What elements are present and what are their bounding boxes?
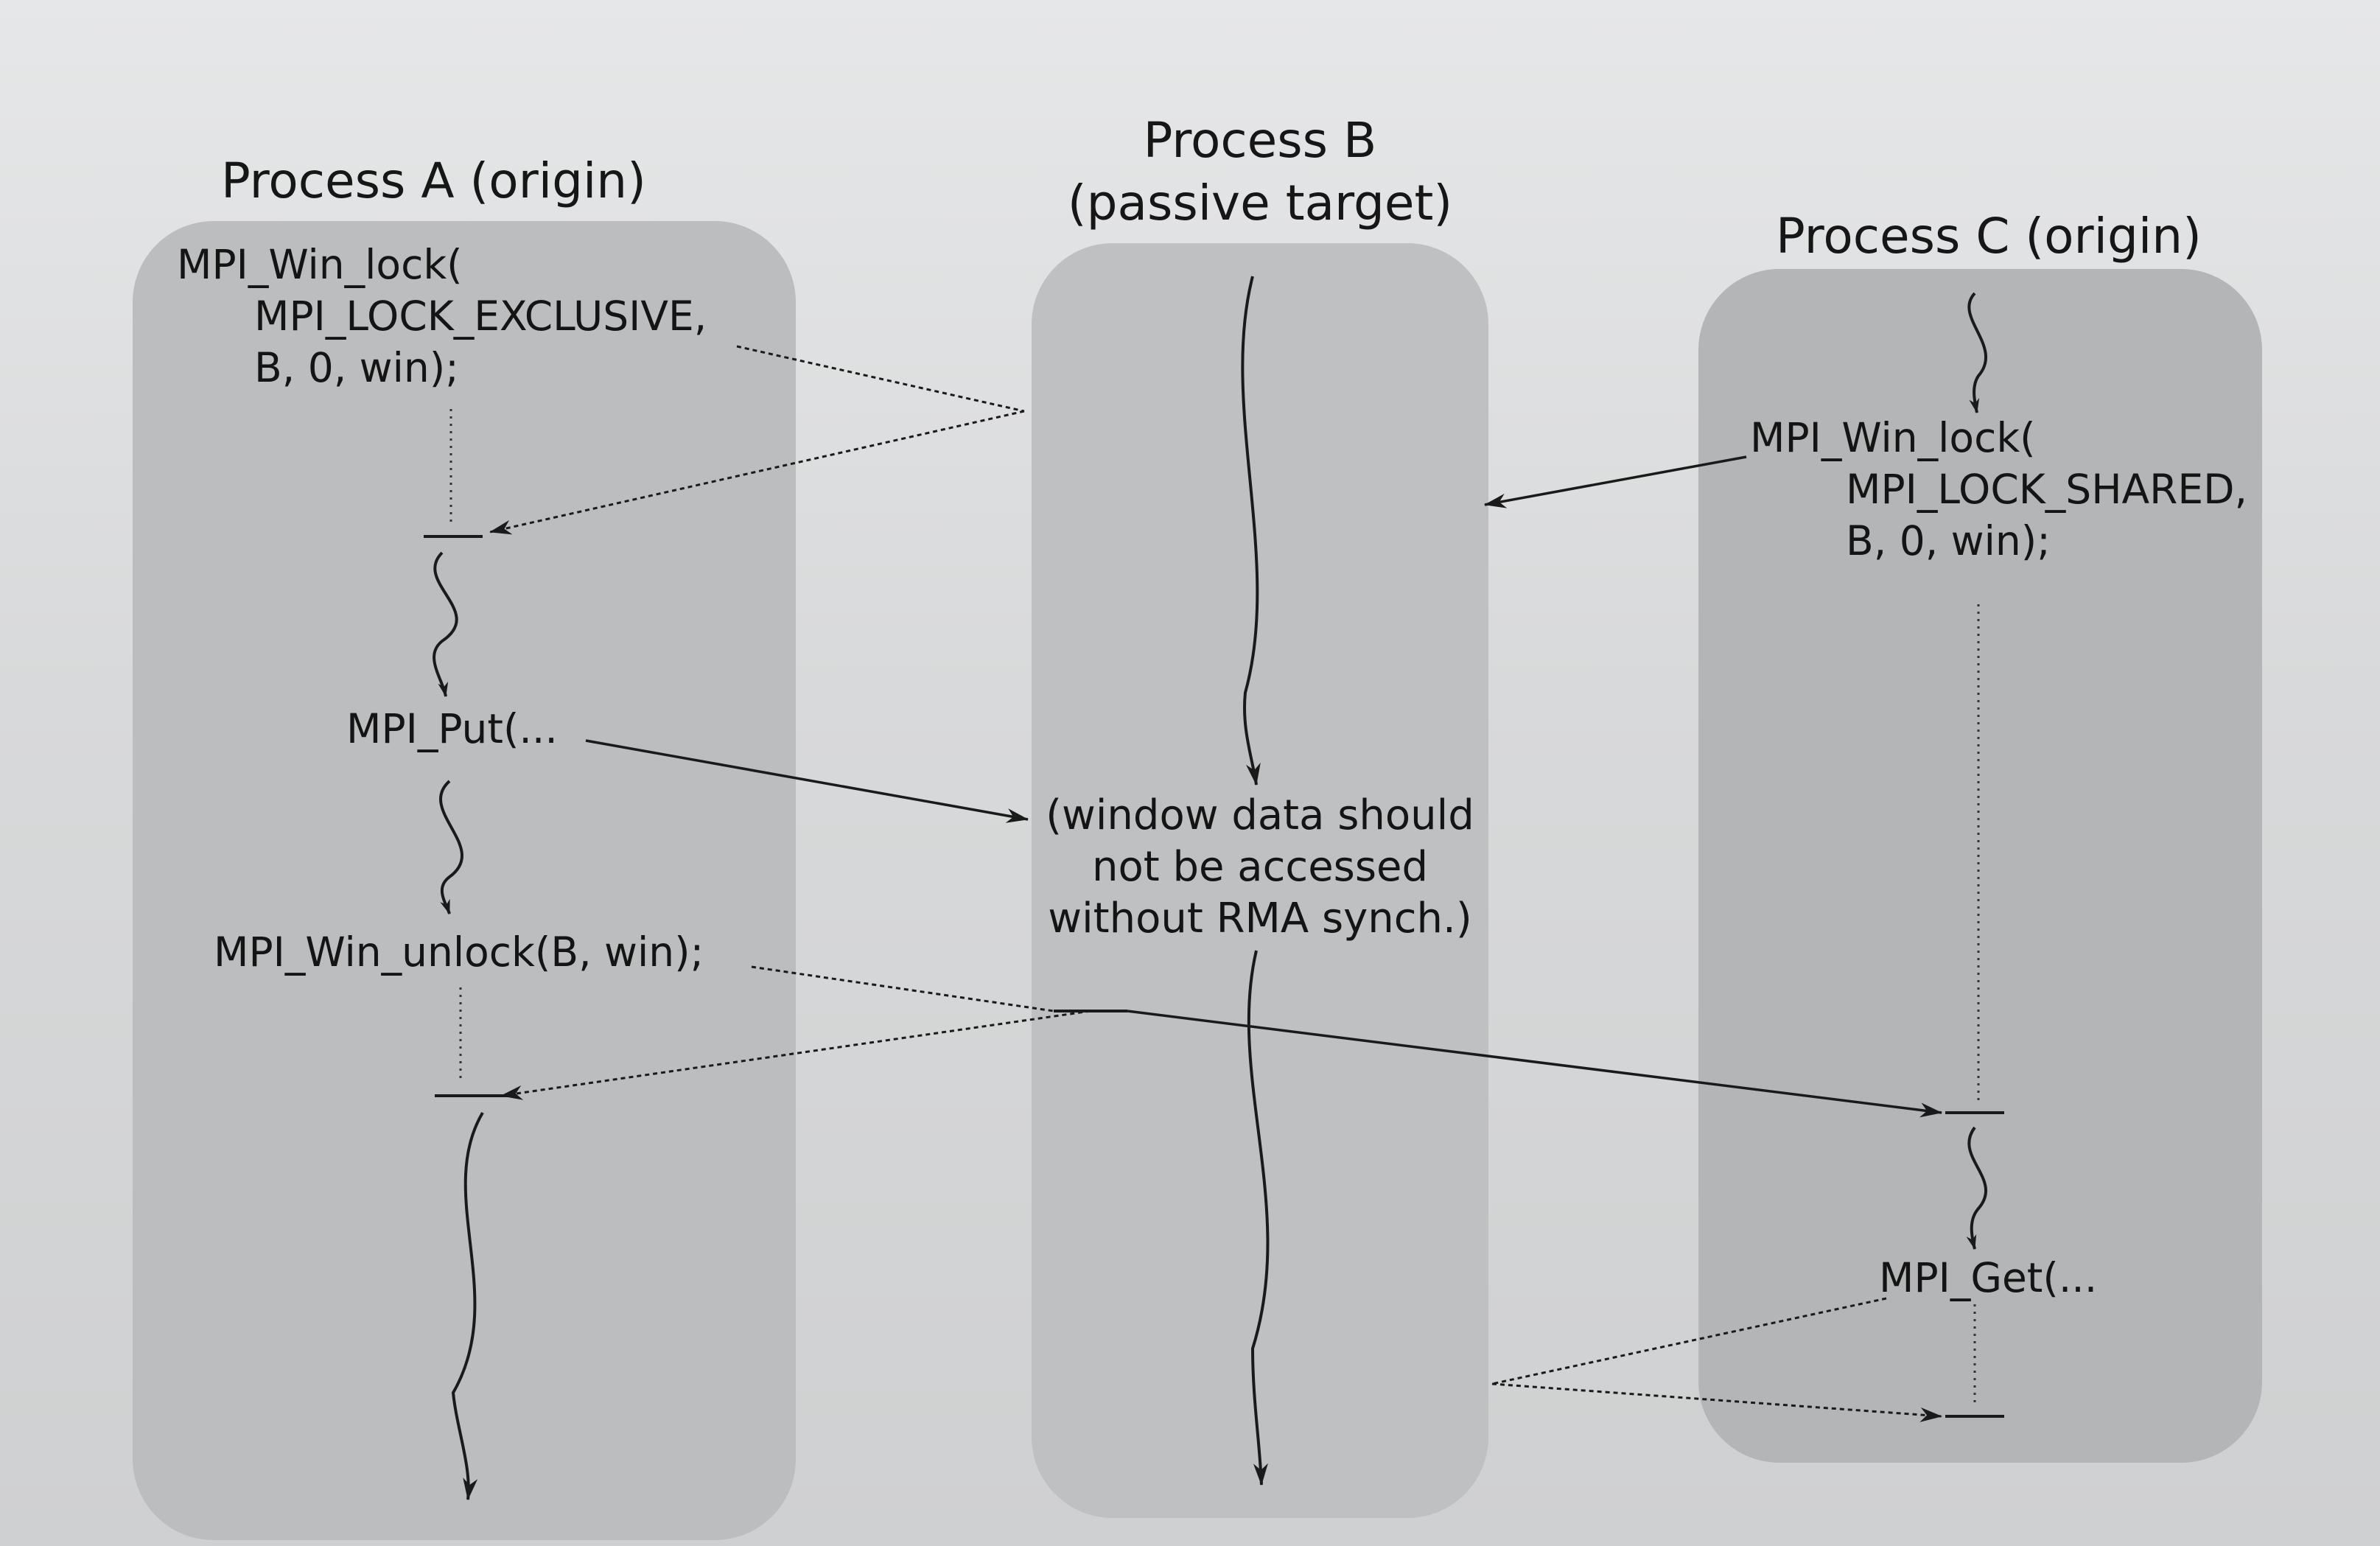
process-c-lock-call: MPI_Win_lock( [1750, 414, 2036, 461]
process-c-lock-args: B, 0, win); [1846, 517, 2051, 564]
process-a-heading: Process A (origin) [221, 153, 646, 209]
process-b-note-line3: without RMA synch.) [1048, 895, 1472, 942]
process-a-squiggle-2 [439, 780, 463, 914]
a-unlock-ack-arrow [500, 1010, 1091, 1100]
process-a-squiggle-1 [433, 551, 458, 697]
process-c-squiggle-mid [1966, 1126, 1988, 1250]
a-put-arrow [585, 739, 1029, 823]
a-unlock-arrow [751, 965, 1054, 1012]
process-b-subheading: (passive target) [1067, 175, 1453, 231]
process-a-unlock-call: MPI_Win_unlock(B, win); [214, 928, 704, 976]
process-a-continue-line [451, 1111, 484, 1500]
c-get-request-arrow [1491, 1297, 1887, 1385]
process-b-line-upper [1241, 276, 1261, 786]
a-lock-grant-arrow [489, 410, 1025, 535]
process-b-note-line2: not be accessed [1091, 843, 1428, 891]
c-get-response-arrow [1491, 1382, 1942, 1422]
process-c-lane [1698, 269, 2262, 1463]
process-a-lock-type: MPI_LOCK_EXCLUSIVE, [254, 293, 707, 340]
process-a-put-call: MPI_Put(... [346, 705, 558, 752]
process-c-lock-type: MPI_LOCK_SHARED, [1846, 466, 2247, 513]
process-a-lock-call: MPI_Win_lock( [177, 241, 463, 288]
a-lock-request-arrow [736, 345, 1025, 413]
process-b-lane [1032, 243, 1488, 1518]
c-lock-request-arrow [1484, 455, 1747, 508]
process-b-heading: Process B [1143, 112, 1377, 169]
process-a-lock-args: B, 0, win); [254, 344, 459, 391]
process-a-lane [133, 221, 796, 1540]
process-c-heading: Process C (origin) [1776, 208, 2202, 265]
process-c-squiggle-top [1967, 292, 1988, 413]
process-c-get-call: MPI_Get(... [1879, 1254, 2098, 1301]
c-lock-grant-arrow [1127, 1010, 1942, 1118]
process-b-line-lower [1247, 950, 1270, 1486]
process-b-note-line1: (window data should [1046, 791, 1474, 839]
